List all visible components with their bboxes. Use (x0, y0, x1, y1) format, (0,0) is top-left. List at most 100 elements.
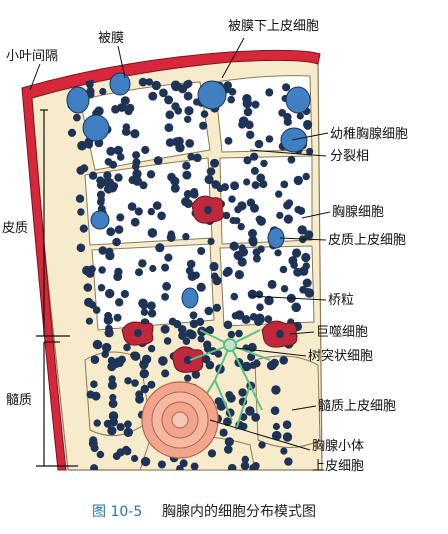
lymphocyte (271, 385, 281, 395)
lymphocyte (197, 335, 205, 343)
lymphocyte (186, 259, 196, 269)
lymphocyte (99, 87, 107, 96)
label-cortical-epithelial: 皮质上皮细胞 (328, 233, 406, 248)
lymphocyte (155, 243, 165, 253)
lymphocyte (260, 159, 268, 168)
lymphocyte (283, 201, 292, 210)
lymphocyte (293, 267, 303, 277)
label-mitotic-figure: 分裂相 (330, 149, 369, 164)
lymphocyte (114, 267, 123, 277)
lymphocyte (132, 176, 143, 186)
lymphocyte (225, 391, 234, 399)
lymphocyte (279, 265, 288, 274)
lymphocyte (106, 146, 116, 156)
lymphocyte (287, 155, 296, 164)
lymphocyte (153, 156, 163, 165)
lymphocyte (147, 207, 155, 216)
lymphocyte (252, 248, 261, 257)
lymphocyte (170, 80, 181, 91)
lymphocyte (254, 139, 264, 149)
lymphocyte (249, 463, 259, 471)
lymphocyte (206, 167, 216, 176)
lymphocyte (247, 353, 256, 362)
lymphocyte (207, 237, 215, 245)
lymphocyte (219, 428, 228, 437)
lymphocyte (200, 110, 209, 118)
lymphocyte (108, 411, 119, 421)
lymphocyte (294, 205, 303, 214)
lymphocyte (108, 399, 118, 409)
lymphocyte (229, 241, 239, 251)
lymphocyte (123, 447, 132, 456)
lymphocyte (270, 406, 280, 416)
lymphocyte (88, 171, 98, 180)
lymphocyte (166, 232, 176, 242)
lymphocyte (240, 422, 248, 431)
label-bridging-granule: 桥粒 (328, 293, 354, 308)
lymphocyte (207, 449, 217, 458)
lymphocyte (149, 264, 157, 273)
lymphocyte (190, 462, 199, 471)
lymphocyte (158, 356, 168, 366)
lymphocyte (103, 315, 114, 325)
label-medullary-epithelial: 髓质上皮细胞 (318, 399, 396, 414)
lymphocyte (185, 266, 194, 275)
lymphocyte (90, 380, 98, 389)
lymphocyte (85, 268, 95, 278)
lymphocyte (165, 138, 175, 147)
region-brackets (36, 109, 78, 467)
lymphocyte (288, 256, 298, 266)
lymphocyte (124, 377, 132, 385)
lymphocyte (234, 270, 244, 280)
lymphocyte (123, 427, 133, 437)
label-thymocyte: 胸腺细胞 (332, 205, 384, 220)
lymphocyte (282, 420, 292, 430)
lymphocyte (204, 306, 214, 316)
lymphocyte (283, 117, 292, 126)
lymphocyte (131, 379, 139, 387)
label-dendritic-cell: 树突状细胞 (308, 348, 373, 364)
lymphocyte (145, 78, 153, 86)
lymphocyte (189, 319, 199, 329)
lymphocyte (176, 464, 184, 471)
lymphocyte (160, 324, 170, 334)
lymphocyte (182, 161, 191, 170)
lymphocyte (168, 317, 177, 326)
lymphocyte (252, 359, 261, 368)
caption-number: 图 10-5 (92, 504, 142, 520)
lymphocyte (86, 81, 94, 89)
lymphocyte (282, 83, 291, 92)
lymphocyte (110, 182, 119, 190)
lymphocyte (73, 113, 81, 122)
lymphocyte (243, 107, 253, 117)
lymphocyte (130, 217, 140, 227)
lymphocyte (104, 158, 113, 166)
lymphocyte (293, 175, 303, 186)
lymphocyte (280, 285, 289, 293)
lymphocyte (106, 227, 116, 237)
lymphocyte (248, 236, 258, 246)
lymphocyte (250, 203, 259, 213)
lymphocyte (250, 166, 259, 175)
lymphocyte (189, 311, 198, 320)
lymphocyte (182, 170, 192, 180)
lymphocyte (267, 279, 277, 289)
lymphocyte (117, 355, 126, 364)
lymphocyte (230, 292, 239, 301)
lymphocyte (123, 343, 131, 352)
lymphocyte (296, 112, 304, 120)
lymphocyte (76, 166, 85, 175)
lymphocyte (86, 390, 95, 399)
lymphocyte (211, 180, 221, 189)
lymphocyte (292, 248, 302, 258)
lymphocyte (167, 172, 176, 182)
lymphocyte (140, 308, 149, 316)
label-capsule: 被膜 (98, 31, 124, 46)
lymphocyte (184, 374, 192, 382)
lymphocyte (205, 325, 215, 335)
lymphocyte (177, 325, 187, 334)
lymphocyte (135, 390, 144, 399)
lymphocyte (184, 106, 194, 116)
lymphocyte (83, 283, 93, 292)
lymphocyte (104, 328, 114, 338)
